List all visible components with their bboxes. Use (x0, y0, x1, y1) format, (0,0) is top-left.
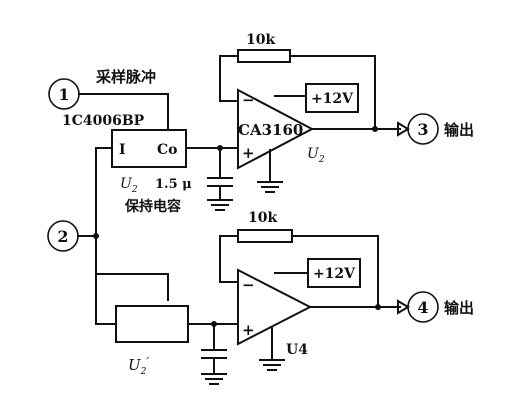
node-2: 2 (47, 220, 79, 252)
fb-bottom-right-wire (291, 235, 379, 308)
u2-bottom-label: U2′ (128, 355, 149, 377)
node-3-label: 3 (417, 120, 428, 139)
opamp-bottom-plus: + (242, 321, 255, 339)
output-top-label: 输出 (444, 121, 474, 139)
output-top-arrow (397, 121, 410, 137)
output-bottom-label: 输出 (444, 299, 474, 317)
opamp-bottom-ref: U4 (286, 342, 308, 358)
switch-input-pin: I (119, 142, 126, 158)
opamp-top-plus: + (242, 144, 255, 162)
ground-opamp-top (257, 149, 283, 193)
sample-pulse-label: 采样脉冲 (95, 68, 156, 86)
output-bottom-arrow (397, 299, 410, 315)
hold-capacitor-bottom (201, 323, 227, 385)
switch-bottom-input-wire (95, 235, 117, 325)
hold-cap-value: 1.5 μ (155, 177, 192, 192)
opamp-top-part: CA3160 (238, 121, 303, 139)
fb-bottom-left-wire (219, 235, 239, 283)
u2-top-label: U2 (120, 176, 138, 195)
node-3: 3 (407, 113, 439, 145)
opamp-top: − + CA3160 (237, 88, 315, 170)
opamp-top-minus: − (242, 91, 255, 109)
opamp-bottom-minus: − (242, 276, 255, 294)
opamp-bottom: − + (237, 268, 313, 346)
analog-switch-bottom (115, 305, 189, 343)
resistor-bottom-label: 10k (248, 210, 277, 226)
node-1-label: 1 (58, 85, 69, 104)
sample-pulse-wire (78, 93, 169, 129)
node-2-label: 2 (57, 227, 68, 246)
resistor-top-10k (237, 49, 291, 63)
hold-cap-label: 保持电容 (124, 198, 181, 215)
junction-top-out (372, 126, 378, 132)
analog-switch-top: I Co (111, 129, 187, 168)
opamp-top-ref: U2 (307, 146, 325, 165)
resistor-bottom-10k (237, 229, 293, 243)
supply-bottom-label: +12V (313, 266, 356, 282)
fb-top-left-wire (219, 55, 239, 102)
resistor-top-label: 10k (246, 32, 275, 48)
control-bottom-wire (95, 273, 169, 301)
fb-top-right-wire (289, 55, 376, 130)
hold-capacitor-top (207, 147, 233, 211)
node-4: 4 (407, 291, 439, 323)
ground-opamp-bottom (259, 327, 285, 371)
switch-output-pin: Co (157, 142, 177, 158)
supply-top-label: +12V (311, 91, 354, 107)
node-1: 1 (48, 78, 80, 110)
supply-top-box (305, 83, 359, 113)
node-4-label: 4 (417, 298, 428, 317)
junction-bottom-out (375, 304, 381, 310)
switch-input-wire (95, 147, 113, 237)
ic-part-label: 1C4006BP (62, 113, 145, 129)
